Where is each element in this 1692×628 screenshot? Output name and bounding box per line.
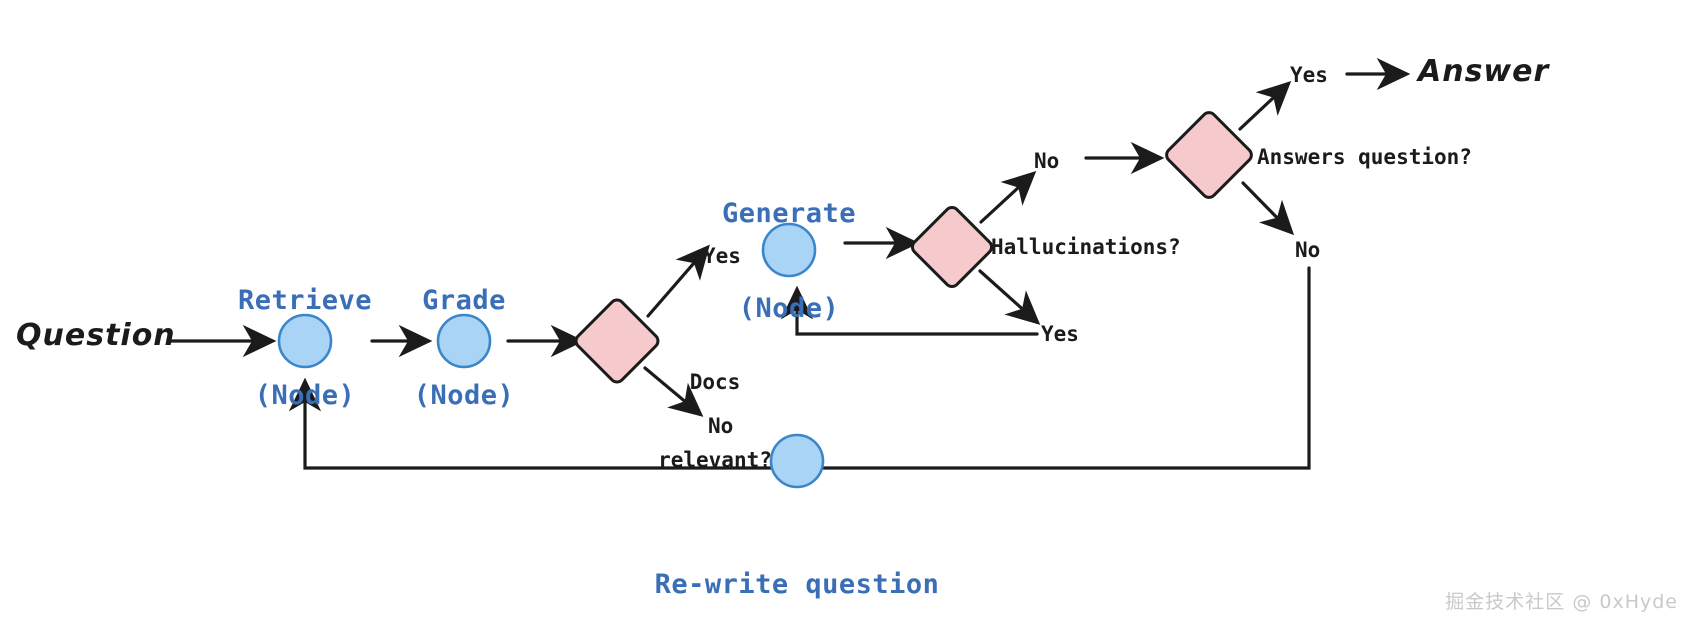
- node-label-retrieve-line1: Retrieve: [237, 284, 373, 316]
- node-rewrite-question-circle[interactable]: [769, 433, 825, 489]
- decision-label-docs-relevant-line1: Docs: [689, 369, 741, 394]
- node-label-generate-line2: (Node): [738, 293, 840, 325]
- node-grade-circle[interactable]: [436, 313, 492, 369]
- decision-label-docs-relevant: Docs relevant?: [655, 316, 775, 526]
- node-label-grade-line2: (Node): [413, 380, 515, 412]
- terminal-answer-label: Answer: [1418, 54, 1550, 89]
- node-label-retrieve-line2: (Node): [254, 380, 356, 412]
- edge-label-hallucinations-yes: Yes: [1041, 322, 1079, 346]
- node-label-retrieve: Retrieve (Node): [205, 221, 405, 476]
- node-shapes: [277, 110, 1255, 489]
- decision-label-answers-question: Answers question?: [1257, 145, 1472, 169]
- edge-label-hallucinations-no: No: [1034, 149, 1060, 173]
- node-label-rewrite-question: Re-write question (Node): [597, 505, 997, 628]
- edge-label-answers-yes: Yes: [1290, 63, 1328, 87]
- node-label-rewrite-question-line1: Re-write question: [654, 568, 940, 600]
- decision-docs-relevant-diamond[interactable]: [573, 297, 661, 385]
- edge-label-docs-yes: Yes: [703, 244, 741, 268]
- decision-label-docs-relevant-line2: relevant?: [658, 448, 772, 473]
- node-label-generate: Generate (Node): [689, 134, 889, 389]
- edge-label-answers-no: No: [1295, 238, 1321, 262]
- node-retrieve-circle[interactable]: [277, 313, 333, 369]
- terminal-question-label: Question: [16, 318, 176, 353]
- edge-hallucinations-yes: [978, 269, 1041, 325]
- watermark: 掘金技术社区 @ 0xHyde: [1445, 591, 1678, 613]
- edge-docs-relevant-no: [643, 366, 704, 417]
- node-label-grade: Grade (Node): [374, 221, 554, 476]
- decision-label-hallucinations: Hallucinations?: [991, 235, 1181, 259]
- edge-answers-question-no: [1241, 181, 1295, 236]
- edge-docs-relevant-yes: [646, 244, 710, 318]
- decision-hallucinations-diamond[interactable]: [910, 205, 995, 290]
- edge-hallucinations-no: [979, 171, 1037, 224]
- node-generate-circle[interactable]: [761, 222, 817, 278]
- decision-answers-question-diamond[interactable]: [1164, 110, 1255, 201]
- edge-answers-question-yes: [1238, 80, 1292, 131]
- edge-hallucinations-yes-loop-to-generate: [780, 285, 1039, 336]
- node-label-generate-line1: Generate: [721, 197, 857, 229]
- node-label-grade-line1: Grade: [422, 284, 506, 316]
- edge-label-docs-no: No: [708, 414, 734, 438]
